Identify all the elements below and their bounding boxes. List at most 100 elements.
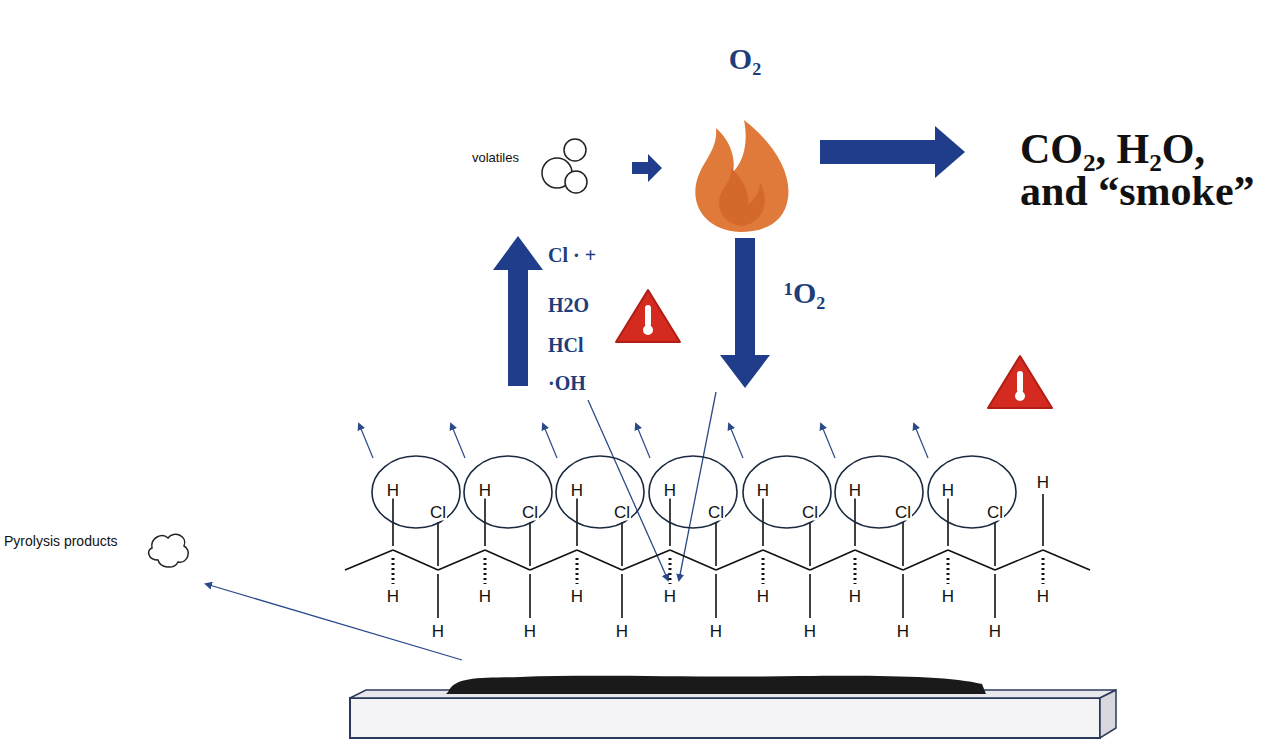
bond bbox=[762, 558, 765, 584]
bond bbox=[485, 550, 530, 570]
char-residue bbox=[446, 676, 986, 694]
bond bbox=[577, 550, 622, 570]
bond bbox=[854, 494, 856, 546]
hcl-site-circle: HCl bbox=[554, 454, 646, 530]
flame bbox=[695, 120, 788, 232]
bond bbox=[903, 550, 948, 570]
hydrogen-atom: H bbox=[663, 588, 677, 605]
bond bbox=[529, 522, 531, 566]
bond bbox=[809, 522, 811, 566]
bond bbox=[484, 494, 486, 546]
bond bbox=[345, 550, 393, 570]
hydrogen-atom: H bbox=[848, 482, 862, 499]
hydrogen-atom: H bbox=[756, 588, 770, 605]
bond bbox=[576, 558, 579, 584]
release-arrow bbox=[914, 424, 928, 458]
hydrogen-atom: H bbox=[663, 482, 677, 499]
bond bbox=[622, 550, 670, 570]
bond bbox=[530, 550, 577, 570]
bond bbox=[763, 550, 810, 570]
hydrogen-atom: H bbox=[756, 482, 770, 499]
hydrogen-atom: H bbox=[709, 623, 723, 640]
release-arrow bbox=[451, 424, 465, 458]
chlorine-atom: Cl bbox=[801, 504, 819, 521]
bond bbox=[438, 550, 485, 570]
arrow-products bbox=[820, 126, 965, 178]
chlorine-atom: Cl bbox=[429, 504, 447, 521]
bond bbox=[855, 550, 903, 570]
hcl-site-circle: H Cl bbox=[926, 454, 1018, 530]
hydrogen-atom: H bbox=[615, 623, 629, 640]
chlorine-atom: Cl bbox=[986, 504, 1004, 521]
hydrogen-atom: H bbox=[478, 588, 492, 605]
hydrogen-atom: H bbox=[478, 482, 492, 499]
hydrogen-atom: H bbox=[570, 482, 584, 499]
bond bbox=[670, 550, 716, 570]
warning-heat bbox=[616, 290, 680, 342]
bond bbox=[809, 574, 811, 618]
hcl-site-circle: H Cl bbox=[833, 454, 925, 530]
release-arrow bbox=[543, 424, 557, 458]
polymer-bonds bbox=[345, 424, 1090, 618]
bond bbox=[529, 574, 531, 618]
bond bbox=[995, 550, 1043, 570]
bond bbox=[1042, 558, 1045, 584]
chlorine-atom: Cl bbox=[894, 504, 912, 521]
species-label: H2O bbox=[548, 294, 589, 317]
bond bbox=[621, 574, 623, 618]
bond bbox=[392, 558, 395, 584]
bond bbox=[669, 558, 672, 584]
hcl-site-circle: H Cl bbox=[741, 454, 833, 530]
bond bbox=[484, 558, 487, 584]
bond bbox=[947, 494, 949, 546]
substrate-plate bbox=[350, 698, 1100, 738]
annotation: volatiles bbox=[472, 150, 519, 165]
smoke-puff bbox=[542, 139, 587, 193]
hydrogen-atom: H bbox=[941, 588, 955, 605]
bond bbox=[947, 558, 950, 584]
hydrogen-atom: H bbox=[523, 623, 537, 640]
substrate-side bbox=[1100, 690, 1116, 738]
hydrogen-atom: H bbox=[848, 588, 862, 605]
bond bbox=[854, 558, 857, 584]
bond bbox=[902, 522, 904, 566]
site-outline bbox=[370, 454, 462, 530]
arrow-up-radicals bbox=[493, 236, 543, 386]
release-arrow bbox=[729, 424, 743, 458]
flame-core bbox=[719, 168, 765, 226]
species-label: CO₂, H₂O, and “smoke” bbox=[1020, 128, 1260, 212]
species-label: HCl bbox=[548, 334, 584, 357]
chlorine-atom: Cl bbox=[521, 504, 539, 521]
species-label: Cl · + bbox=[548, 244, 596, 267]
hydrogen-atom: H bbox=[570, 588, 584, 605]
bond bbox=[576, 494, 578, 546]
bond bbox=[715, 522, 717, 566]
annotation: Pyrolysis products bbox=[4, 533, 118, 549]
bond bbox=[762, 494, 764, 546]
release-arrow bbox=[821, 424, 835, 458]
bond bbox=[437, 574, 439, 618]
hcl-site-circle: H Cl bbox=[647, 454, 739, 530]
leader-line bbox=[679, 392, 716, 580]
bond bbox=[669, 494, 671, 546]
bond bbox=[392, 494, 394, 546]
site-outline bbox=[462, 454, 554, 530]
hcl-site-circle: H Cl bbox=[462, 454, 554, 530]
hydrogen-atom: H bbox=[431, 623, 445, 640]
leader-line bbox=[206, 584, 462, 660]
species-label: O₂ bbox=[729, 42, 761, 76]
bond bbox=[715, 574, 717, 618]
hydrogen-atom: H bbox=[386, 482, 400, 499]
bond bbox=[994, 522, 996, 566]
hcl-site-circle: H Cl bbox=[370, 454, 462, 530]
bond bbox=[621, 522, 623, 566]
bond bbox=[716, 550, 763, 570]
chlorine-atom: Cl bbox=[707, 504, 725, 521]
hydrogen-atom: H bbox=[941, 482, 955, 499]
bond bbox=[437, 522, 439, 566]
release-arrow bbox=[636, 424, 650, 458]
site-outline bbox=[647, 454, 739, 530]
bond bbox=[948, 550, 995, 570]
